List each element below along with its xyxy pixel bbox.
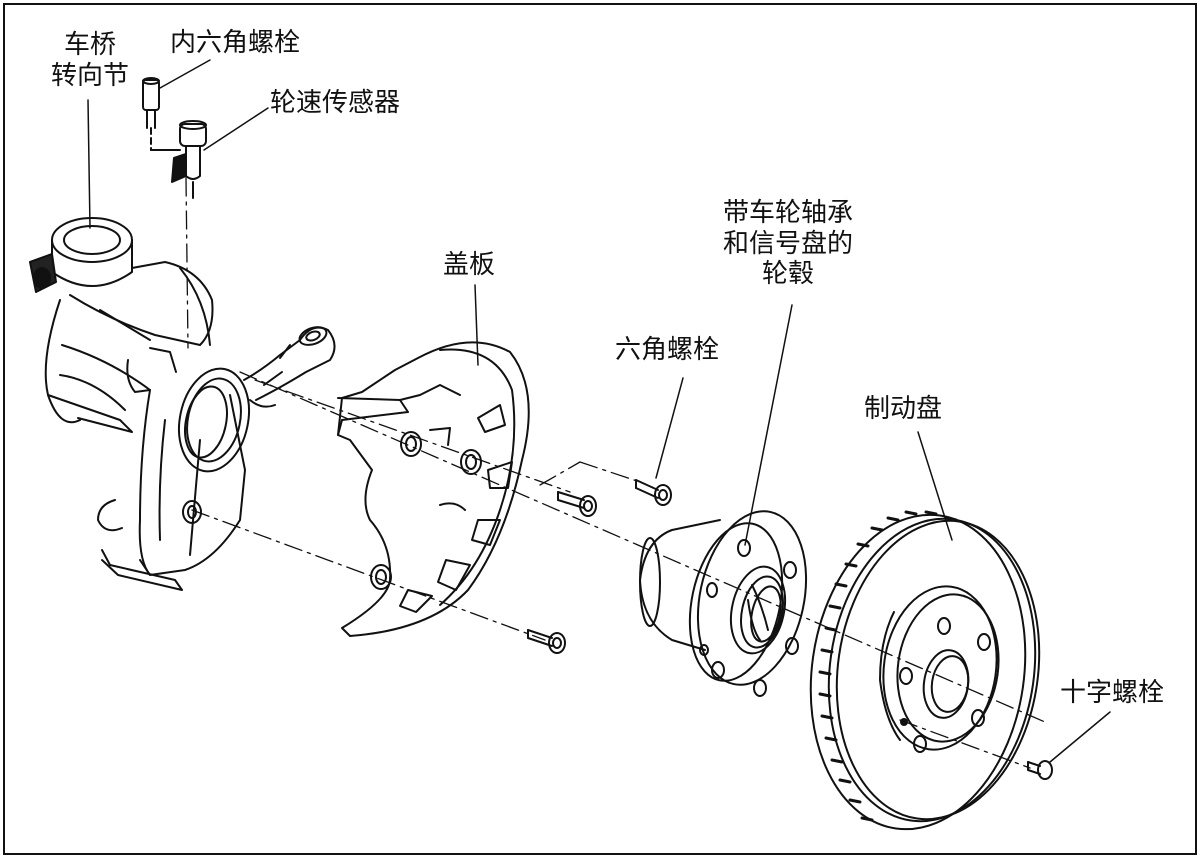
hex-bolt-lower: [527, 629, 566, 654]
label-knuckle-line2: 转向节: [50, 60, 129, 91]
hex-bolt-upper: [557, 491, 597, 517]
label-hex-socket-bolt: 内六角螺栓: [170, 28, 301, 58]
label-knuckle-line1: 车桥: [63, 30, 116, 60]
label-wheel-hub-line1: 带车轮轴承: [722, 198, 853, 228]
label-wheel-hub: 带车轮轴承 和信号盘的 轮毂: [705, 198, 871, 290]
assembly-axes: [185, 177, 1046, 769]
cross-screw: [1027, 760, 1053, 780]
label-brake-disc: 制动盘: [864, 394, 943, 424]
brake-disc: [809, 510, 1041, 831]
label-cover-plate: 盖板: [443, 250, 496, 280]
label-hex-bolt: 六角螺栓: [615, 335, 720, 365]
wheel-speed-sensor: [171, 120, 207, 199]
label-knuckle: 车桥 转向节: [44, 30, 136, 91]
label-wheel-hub-line2: 和信号盘的: [722, 228, 853, 259]
cover-plate: [337, 341, 530, 637]
hex-bolt-right: [635, 479, 672, 506]
leader-lines: [87, 59, 1111, 763]
hex-socket-bolt: [142, 77, 181, 151]
label-cross-screw: 十字螺栓: [1060, 678, 1165, 708]
label-wheel-hub-line3: 轮毂: [761, 259, 814, 290]
steering-knuckle: [29, 217, 336, 591]
diagram-frame: [3, 3, 1197, 855]
wheel-hub: [639, 510, 808, 697]
label-wheel-speed-sensor: 轮速传感器: [270, 88, 401, 118]
